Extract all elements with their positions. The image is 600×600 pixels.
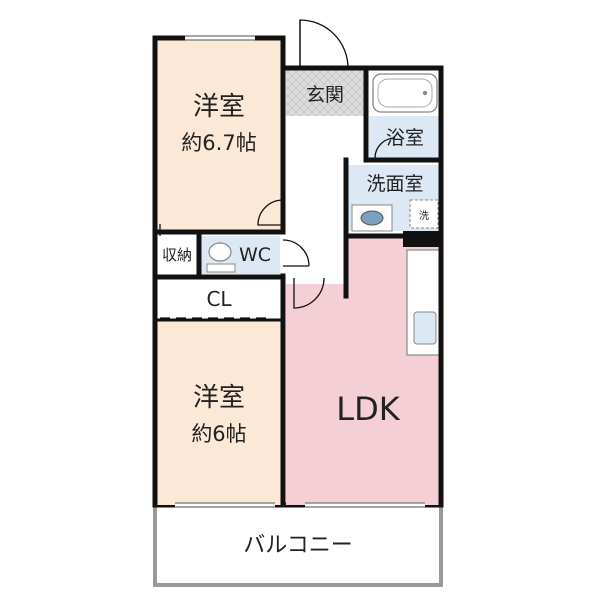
western-lower-size: 約6帖: [191, 422, 246, 446]
windows: [175, 35, 425, 508]
bath-room-floor: [369, 116, 441, 158]
bath-label: 浴室: [386, 127, 424, 149]
washroom-label: 洗面室: [366, 173, 423, 195]
washer-mark: 洗: [419, 210, 429, 222]
western-room-upper: [155, 38, 283, 230]
storage-label: 収納: [162, 246, 192, 264]
closet-label: CL: [206, 287, 232, 311]
bathtub: [372, 73, 438, 113]
toilet-label: WC: [239, 244, 271, 266]
doors: [159, 19, 396, 319]
western-upper-size: 約6.7帖: [181, 131, 256, 155]
entrance-floor: [286, 70, 364, 116]
western-room-lower: [155, 320, 283, 505]
walls: [152, 35, 444, 508]
hallway: [286, 116, 346, 284]
entrance-label: 玄関: [306, 84, 344, 106]
wash-basin: [351, 204, 393, 232]
balcony-label: バルコニー: [243, 533, 353, 558]
closet: [155, 280, 283, 320]
storage-room: [155, 236, 199, 274]
toilet: [206, 242, 236, 273]
ldk-label: LDK: [336, 390, 400, 428]
western-upper-name: 洋室: [193, 92, 245, 122]
western-lower-name: 洋室: [193, 383, 245, 413]
kitchen-sink: [413, 311, 437, 345]
pipe-shaft: [403, 231, 441, 247]
washer-space: [409, 199, 439, 229]
